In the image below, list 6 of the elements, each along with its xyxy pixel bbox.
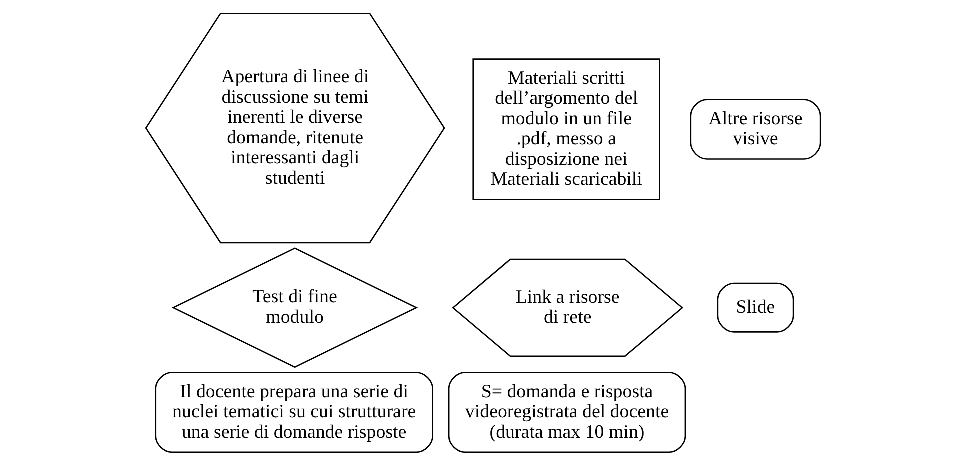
node-box: Altre risorse visive (690, 99, 821, 160)
node-diamond: Test di fine modulo (171, 248, 418, 368)
node-box: Slide (716, 282, 794, 333)
node-box: Materiali scritti dell’argomento del modulo in un file .pdf, messo a disposizione nei Materiali scaricabili (472, 58, 660, 200)
node-box: S= domanda e risposta videoregistrata del docente (durata max 10 min) (448, 372, 686, 454)
node-box: Il docente prepara una serie di nuclei tematici su cui strutturare una serie di domande risposte (154, 372, 433, 454)
